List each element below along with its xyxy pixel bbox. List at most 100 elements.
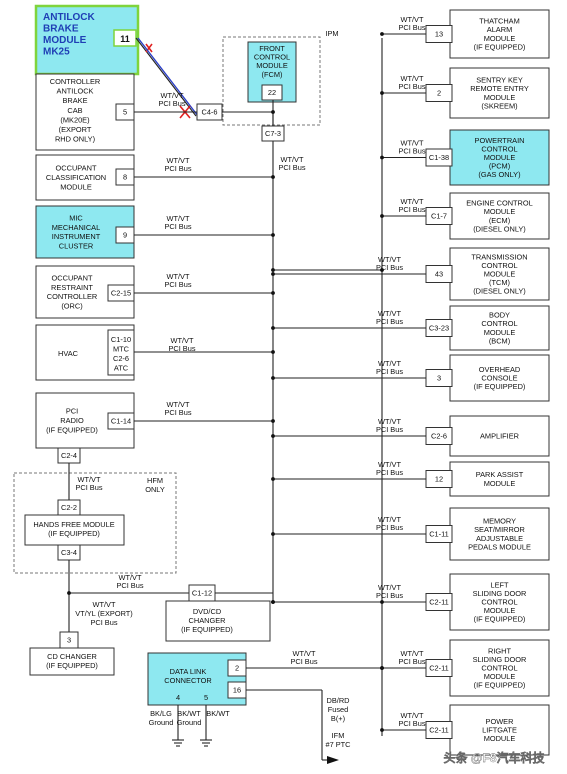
module-label-line: CONSOLE (481, 374, 517, 383)
module-label-line: BODY (489, 311, 510, 320)
bus-label: WT/VT (401, 74, 424, 83)
fuse-label-line: B(+) (331, 714, 345, 723)
module-label-line: LIFTGATE (482, 726, 517, 735)
cab-label-line: (EXPORT (59, 125, 92, 134)
mic-label-line: MIC (69, 213, 83, 222)
radio-pin-label: C1-14 (111, 417, 131, 426)
module-label-line: MODULE (484, 734, 516, 743)
hfm-top-pin-label: C2-2 (61, 503, 77, 512)
cd-label-line: (IF EQUIPPED) (46, 661, 98, 670)
module-label-line: POWERTRAIN (475, 136, 525, 145)
bus-label: PCI Bus (290, 657, 317, 666)
bus-label: WT/VT (378, 583, 401, 592)
module-label-line: MEMORY (483, 517, 516, 526)
fcm-label-line: CONTROL (254, 53, 290, 62)
orc-pin-label: C2-15 (111, 289, 131, 298)
fuse-arrow (327, 756, 339, 764)
dlc-pin-label: 5 (204, 693, 208, 702)
module-pin-label: 2 (437, 89, 441, 98)
hvac-pin-label: C1-10 (111, 335, 131, 344)
bus-label: PCI Bus (398, 657, 425, 666)
module-label-line: SLIDING DOOR (473, 589, 527, 598)
splice-dot (271, 350, 275, 354)
dvd-label-line: (IF EQUIPPED) (181, 625, 233, 634)
module-pin-label: C2-6 (431, 432, 447, 441)
module-box (449, 305, 550, 351)
ground-label: BK/LG (150, 709, 172, 718)
splice-dot (271, 600, 275, 604)
module-pin-label: 3 (437, 374, 441, 383)
module-box (449, 67, 550, 119)
module-pin-label: 12 (435, 475, 443, 484)
module-box (449, 354, 550, 402)
hvac-pin-block (107, 329, 135, 376)
module-label-line: (SKREEM) (481, 101, 517, 110)
bus-label: WT/VT (281, 155, 304, 164)
splice-dot (380, 155, 384, 160)
bus-label: WT/VT (378, 309, 401, 318)
dvd-label-line: CHANGER (189, 616, 226, 625)
module-label-line: ALARM (487, 25, 512, 34)
ipm-outline (222, 36, 321, 126)
highlight-pin-label: 11 (120, 34, 130, 44)
module-label-line: MODULE (484, 672, 516, 681)
fcm-label-line: FRONT (259, 44, 285, 53)
cab-label-line: BRAKE (62, 96, 87, 105)
bus-label: WT/VT (401, 649, 424, 658)
dlc-pin-label: 2 (235, 664, 239, 673)
bus-label: PCI Bus (164, 408, 191, 417)
module-label-line: MODULE (484, 93, 516, 102)
bus-label: WT/VT (119, 573, 142, 582)
module-label-line: MODULE (484, 153, 516, 162)
cd-label-line: CD CHANGER (47, 652, 97, 661)
mic-label-line: MECHANICAL (52, 223, 100, 232)
module-label-line: (GAS ONLY) (478, 170, 520, 179)
highlight-module-label-line: BRAKE (43, 24, 79, 35)
module-box (449, 461, 550, 497)
module-label-line: PARK ASSIST (476, 470, 524, 479)
module-label-line: (IF EQUIPPED) (474, 382, 526, 391)
module-pin-label: 43 (435, 270, 443, 279)
bus-label: WT/VT (167, 156, 190, 165)
fcm-label-line: (FCM) (262, 70, 283, 79)
module-label-line: (PCM) (489, 162, 510, 171)
bus-label: PCI Bus (168, 344, 195, 353)
module-pin-label: C2-11 (429, 726, 449, 735)
module-label-line: AMPLIFIER (480, 432, 519, 441)
module-box (449, 704, 550, 756)
module-label-line: (DIESEL ONLY) (473, 224, 526, 233)
module-label-line: MODULE (484, 328, 516, 337)
module-label-line: MODULE (484, 34, 516, 43)
module-label-line: POWER (486, 717, 514, 726)
bus-label: PCI Bus (164, 222, 191, 231)
bus-label: WT/VT (378, 255, 401, 264)
dvd-box (165, 600, 271, 642)
bus-label: PCI Bus (398, 23, 425, 32)
splice-dot (271, 110, 275, 114)
hvac-pin-label: C2-6 (113, 354, 129, 363)
highlight-module-label-line: MODULE (43, 35, 87, 46)
dlc-label-line: CONNECTOR (164, 676, 212, 685)
splice-dot (380, 32, 384, 36)
splice-dot (271, 268, 275, 272)
splice-dot (380, 728, 384, 732)
module-pin-label: 13 (435, 30, 443, 39)
module-label-line: THATCHAM (479, 17, 520, 26)
hvac-pin-label: ATC (114, 364, 129, 373)
bus-label: WT/VT (167, 214, 190, 223)
dvd-pin-label: C1-12 (192, 589, 212, 598)
splice-dot (271, 272, 275, 276)
splice-dot (271, 233, 275, 237)
module-box (449, 415, 550, 457)
splice-dot (271, 175, 275, 179)
dlc-label-line: DATA LINK (170, 667, 207, 676)
fcm-connector (261, 125, 285, 142)
cab-label-line: ANTILOCK (57, 87, 94, 96)
module-label-line: REMOTE ENTRY (470, 84, 529, 93)
cd-box (29, 647, 115, 676)
module-label-line: MODULE (484, 606, 516, 615)
hfm-bottom-pin-label: C3-4 (61, 548, 77, 557)
hvac-pin-label: MTC (113, 345, 130, 354)
module-pin-label: C1-7 (431, 212, 447, 221)
occ-label-line: OCCUPANT (56, 164, 97, 173)
